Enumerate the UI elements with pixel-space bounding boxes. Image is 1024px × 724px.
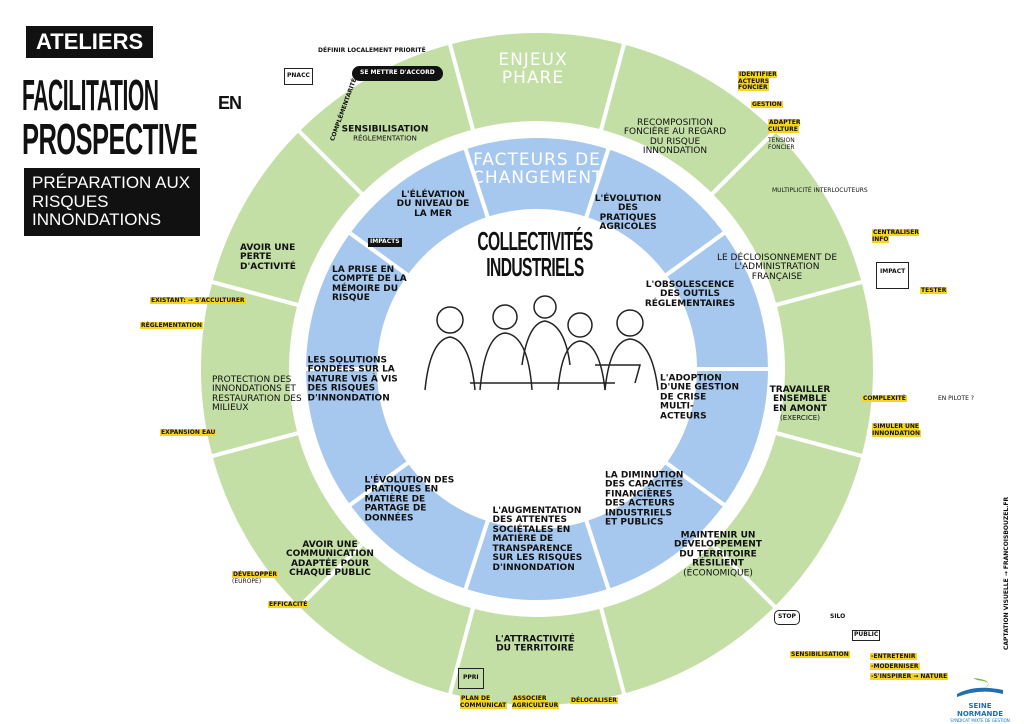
center-title: Collectivités industriels [477, 226, 593, 282]
note-complexite: Complexité [862, 395, 907, 402]
note-tester: Tester [920, 287, 948, 294]
note-accord: Se mettre d'accord [352, 66, 443, 81]
note-definir: Définir localement priorité [318, 47, 426, 54]
note-efficacite: Efficacité [268, 601, 309, 608]
enjeu-sensibilisation: SensibilisationRéglementation [341, 124, 429, 143]
note-ppri: PPRI [458, 668, 484, 689]
note-adapter: Adapter culture [768, 119, 801, 133]
note-gestion: Gestion [751, 101, 783, 108]
facteur-solutions-nature: Les solutions fondées sur la nature vis … [307, 355, 398, 404]
enjeu-perte-activite: Avoir une perte d'activité [240, 242, 296, 272]
note-sensibilisation: Sensibilisation [790, 651, 850, 658]
facteur-gestion-crise: L'adoption d'une gestion de crise multi-… [660, 373, 740, 422]
title-ateliers: Ateliers [26, 26, 154, 58]
note-tension: Tension foncier [768, 137, 795, 151]
credit-text: Captation visuelle → francoisbouzel.fr [1003, 496, 1010, 650]
title-subtitle: Préparation aux risques innondations [24, 168, 200, 237]
note-inspirer: -S'inspirer → nature [870, 673, 949, 680]
facteur-pratiques-agricoles: L'évolution des pratiques agricoles [594, 194, 662, 233]
title-en: en [218, 93, 242, 113]
outer-ring-segment [447, 604, 627, 709]
note-multiplicite: Multiplicité interlocuteurs [772, 187, 868, 194]
seine-normande-logo: Seine Normande Syndicat mixte de gestion [950, 676, 1010, 723]
enjeu-recomposition: Recomposition foncière au regard du risq… [623, 118, 727, 157]
title-prospective: Prospective [22, 115, 198, 164]
facteur-memoire-risque: La prise en compte de la mémoire du risq… [332, 265, 407, 304]
note-entretenir: -Entretenir [870, 653, 917, 660]
enjeu-communication: Avoir une communication adaptée pour cha… [286, 540, 374, 579]
title-facilitation: Facilitation [22, 71, 159, 120]
outer-ring-segment [772, 279, 877, 459]
outer-ring-title: Enjeux phare [498, 50, 568, 88]
enjeu-maintenir: Maintenir un développement du territoire… [674, 530, 762, 579]
enjeu-decloisonnement: Le décloisonnement de l'administration f… [717, 252, 838, 282]
outer-ring-segment [295, 40, 476, 198]
note-centraliser: Centraliser info [872, 229, 919, 243]
note-delocaliser: Délocaliser [570, 697, 618, 704]
facteur-attentes-societales: L'augmentation des attentes sociétales e… [492, 505, 583, 573]
facteur-obsolescence: L'obsolescence des outils réglementaires [644, 279, 736, 309]
note-silo: Silo [830, 613, 846, 620]
note-public: Public [852, 630, 881, 641]
note-developper: Développer(Europe) [232, 571, 279, 585]
note-reglementation: Réglementation [140, 322, 203, 329]
facteur-niveau-mer: L'élévation du niveau de la mer [396, 189, 470, 219]
note-impacts: Impacts [368, 238, 402, 247]
note-moderniser: -Moderniser [870, 663, 920, 670]
note-pnacc: PNACC [284, 68, 313, 85]
people-illustration [424, 295, 659, 391]
enjeu-attractivite: L'attractivité du territoire [495, 634, 575, 654]
note-identifier: Identifier acteurs foncier [738, 71, 777, 92]
facteur-partage-donnees: L'évolution des pratiques en matière de … [364, 475, 455, 524]
note-impact: Impact [876, 262, 910, 289]
enjeu-travailler: Travailler ensemble en amont(exercice) [769, 385, 831, 423]
note-expansion: Expansion eau [160, 429, 217, 436]
enjeu-protection: Protection des innondations et restaurat… [212, 375, 302, 414]
inner-ring-title: Facteurs de changement [472, 150, 604, 188]
note-existant: Existant: → s'acculturer [150, 297, 246, 304]
wave-logo-icon [957, 678, 1003, 697]
note-simuler: Simuler une innondation [872, 423, 922, 437]
note-associer: Associer agriculteur [512, 695, 560, 709]
note-plan: Plan de communicat [460, 695, 508, 709]
note-stop: Stop [774, 610, 800, 625]
note-pilote: En pilote ? [938, 395, 974, 402]
facteur-capacites-financieres: La diminution des capacités financières … [605, 470, 684, 528]
